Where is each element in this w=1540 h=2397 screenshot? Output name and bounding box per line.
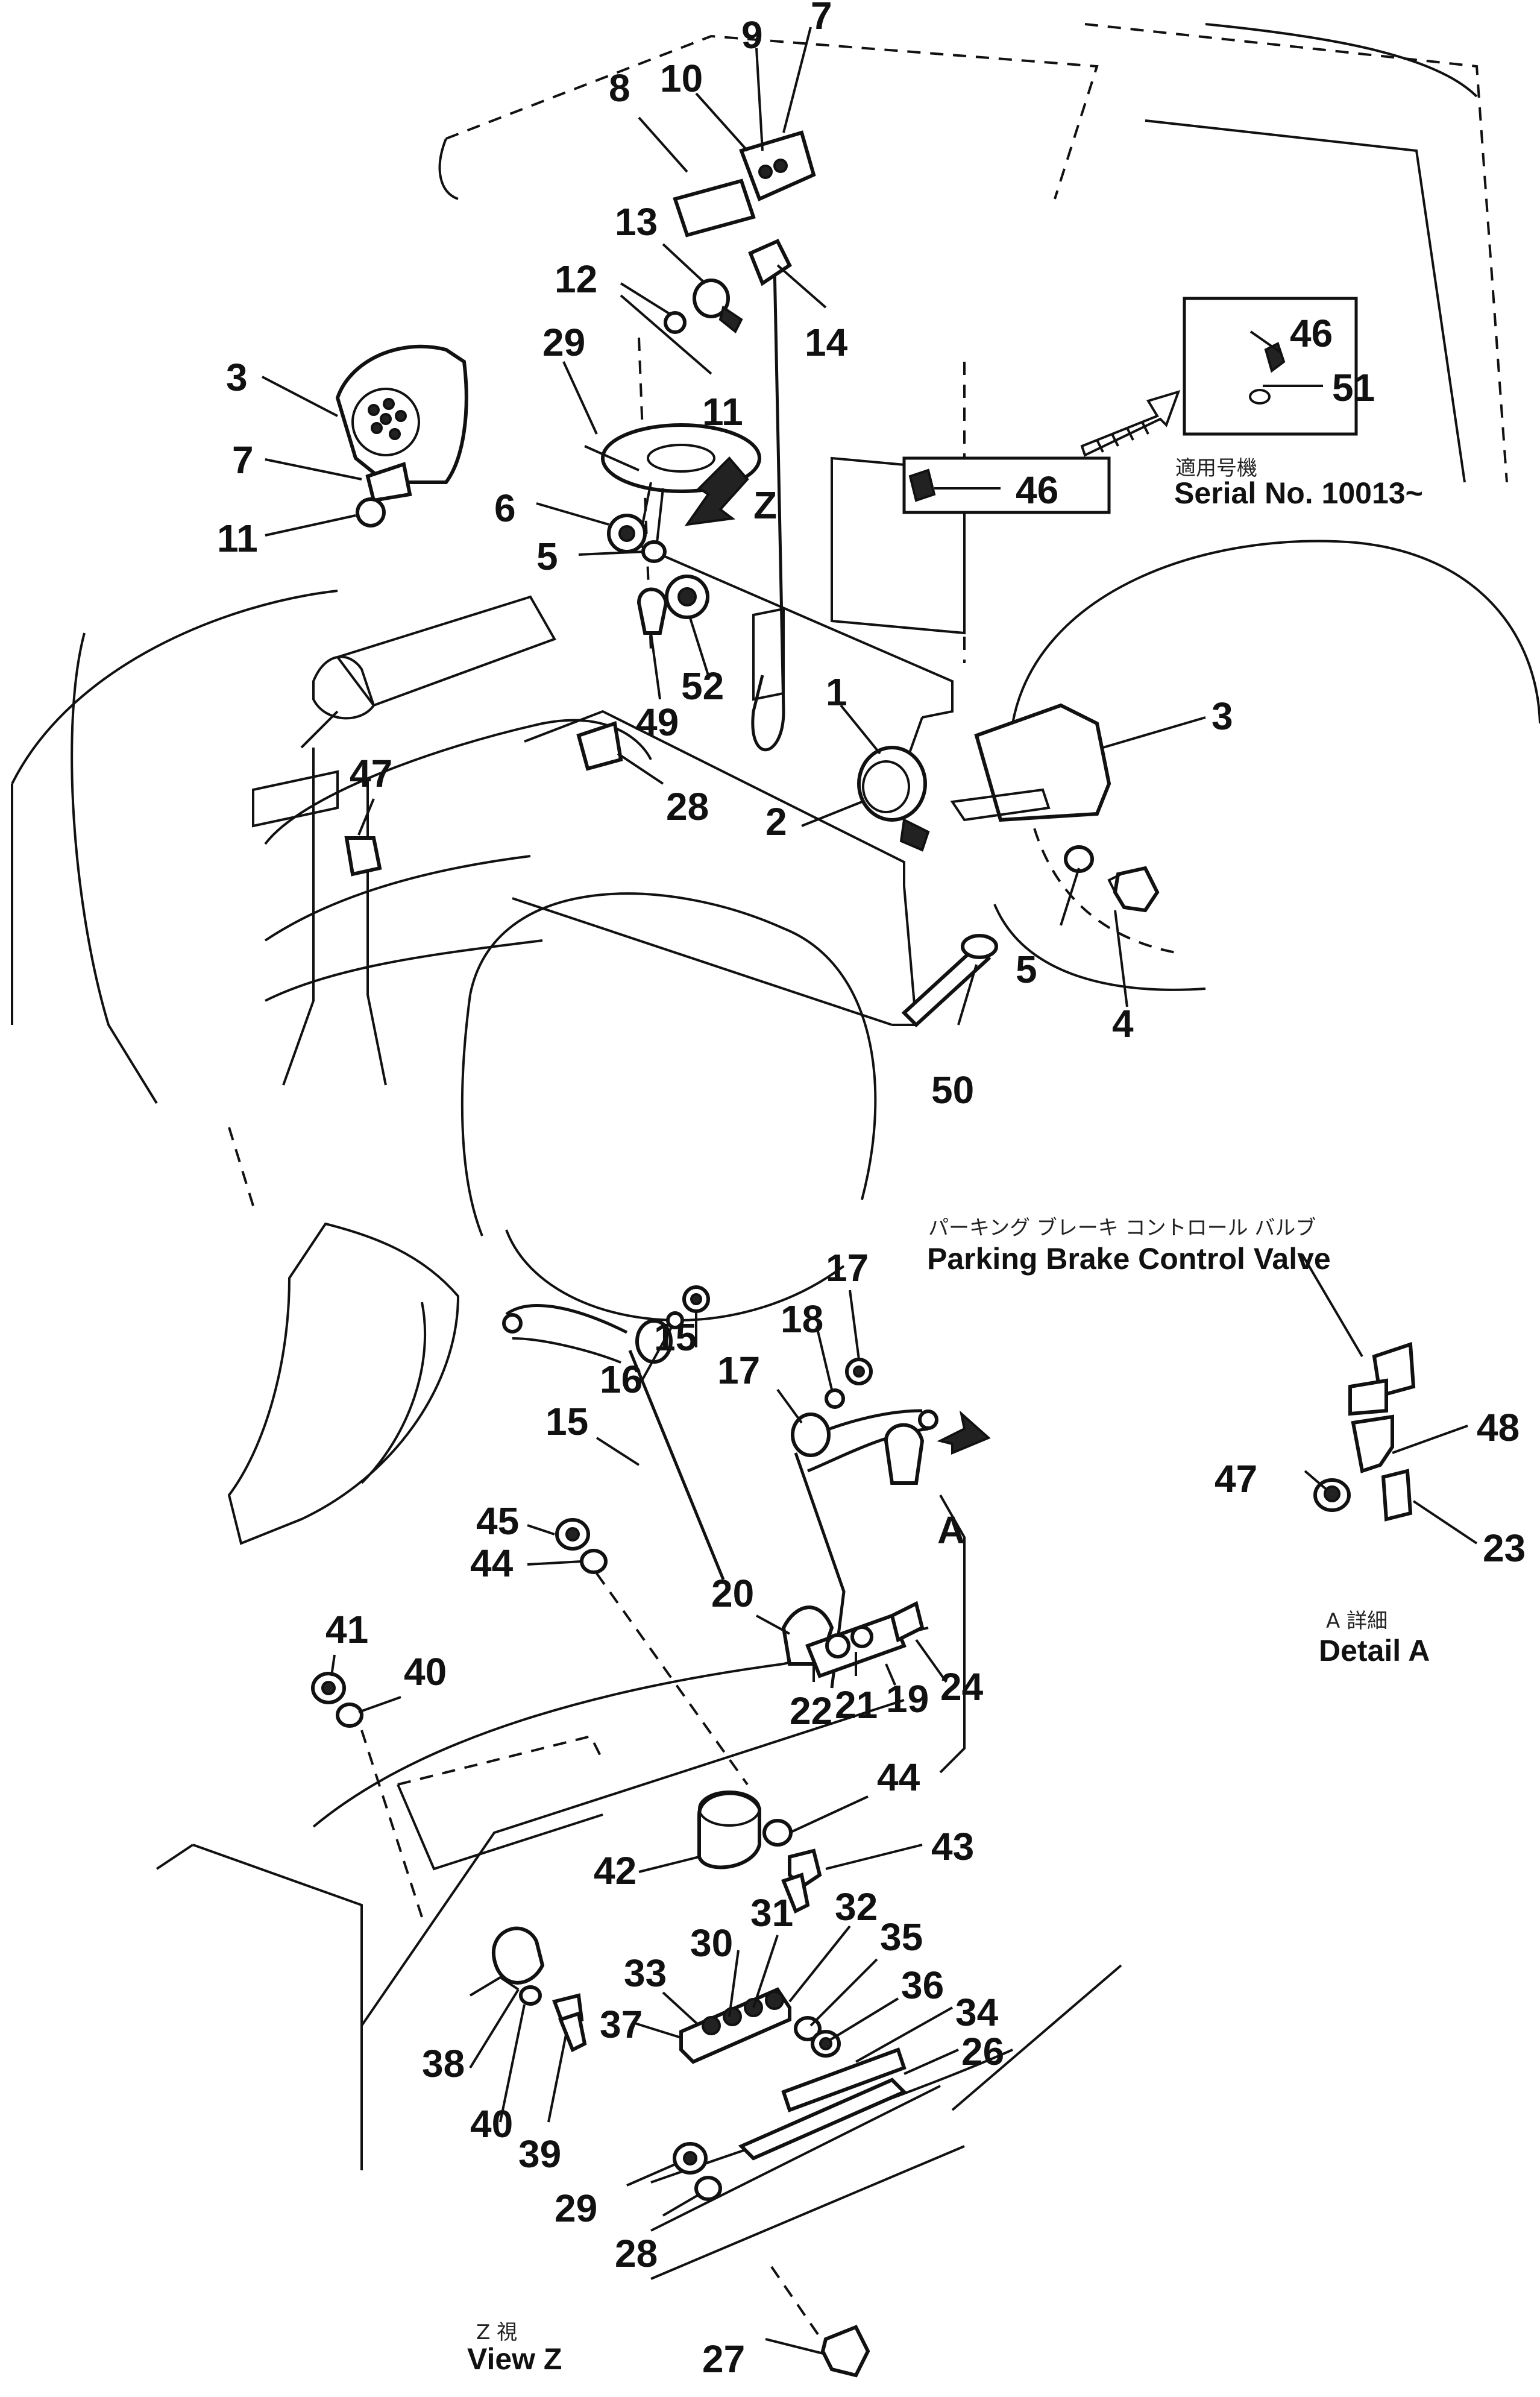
part-label: 51 <box>1332 366 1375 409</box>
part-label: 46 <box>1290 312 1333 355</box>
part-label: 38 <box>422 2042 465 2085</box>
part-label: 11 <box>217 517 258 560</box>
part-label: 28 <box>666 785 709 828</box>
parking-caption: Parking Brake Control Valve <box>927 1242 1331 1276</box>
part-label: 50 <box>931 1068 974 1112</box>
part-label: A <box>937 1508 965 1552</box>
detail-caption-jp: A 詳細 <box>1326 1609 1388 1633</box>
part-label: 14 <box>805 321 848 364</box>
part-label: 16 <box>600 1358 643 1401</box>
part-label: 18 <box>781 1297 823 1341</box>
part-label: 29 <box>542 321 585 364</box>
part-label: 49 <box>636 701 679 744</box>
part-label: 32 <box>835 1885 878 1929</box>
part-label: 17 <box>717 1349 760 1392</box>
part-label: 47 <box>350 752 392 795</box>
part-label: 3 <box>1212 695 1233 738</box>
detail-a-parts <box>1313 1341 1416 1522</box>
part-label: 42 <box>594 1849 636 1892</box>
serial-caption: Serial No. 10013~ <box>1174 476 1423 510</box>
part-label: 27 <box>702 2337 745 2381</box>
leader-lines <box>262 27 1478 2355</box>
part-label: 35 <box>880 1915 923 1959</box>
view-caption-jp: Z 視 <box>476 2320 517 2345</box>
part-label: 13 <box>615 200 658 244</box>
detail-caption: Detail A <box>1319 1634 1430 1668</box>
part-label: 22 <box>790 1689 832 1733</box>
part-label: 9 <box>741 13 763 57</box>
part-label: 15 <box>654 1315 697 1359</box>
part-label: 4 <box>1112 1002 1134 1045</box>
part-label: 7 <box>811 0 832 37</box>
part-label: 34 <box>955 1991 999 2034</box>
part-label: 40 <box>470 2102 513 2146</box>
captions: 適用号機 Serial No. 10013~ パーキング ブレーキ コントロール… <box>467 456 1430 2376</box>
part-label: 29 <box>555 2187 597 2230</box>
part-label: 6 <box>494 487 516 530</box>
part-label: 45 <box>476 1499 519 1543</box>
part-label: 2 <box>765 800 787 843</box>
part-label: 46 <box>1016 468 1058 512</box>
serial-caption-jp: 適用号機 <box>1175 456 1257 480</box>
view-z-parts <box>311 1285 991 2378</box>
view-caption: View Z <box>467 2342 562 2376</box>
part-label: 5 <box>536 535 558 578</box>
part-label: 24 <box>940 1665 984 1709</box>
part-label: 21 <box>835 1683 878 1727</box>
part-label: 36 <box>901 1964 944 2007</box>
parking-caption-jp: パーキング ブレーキ コントロール バルブ <box>928 1216 1316 1240</box>
part-label: 3 <box>226 356 248 399</box>
part-label: 20 <box>711 1572 754 1615</box>
part-label: 40 <box>404 1650 447 1693</box>
part-label: 15 <box>545 1400 588 1443</box>
part-label: 17 <box>826 1246 869 1290</box>
part-label: 31 <box>750 1891 793 1935</box>
upper-parts <box>335 130 1358 1028</box>
part-label: 30 <box>690 1921 733 1965</box>
part-label: 5 <box>1016 948 1037 991</box>
part-label: 41 <box>325 1608 368 1651</box>
part-labels: 3 7 11 7 9 10 8 13 12 11 14 29 6 5 49 52… <box>217 0 1526 2381</box>
part-label: 12 <box>555 257 597 301</box>
part-label: 7 <box>232 438 254 482</box>
part-label: 23 <box>1483 1526 1526 1570</box>
part-label: 39 <box>518 2132 561 2176</box>
part-label: 10 <box>660 57 703 100</box>
part-label: 52 <box>681 664 724 708</box>
part-label: 28 <box>615 2232 658 2275</box>
part-label: 43 <box>931 1825 974 1868</box>
part-label: 33 <box>624 1951 667 1995</box>
part-label: 19 <box>886 1677 929 1721</box>
machine-outline <box>11 23 1540 2280</box>
part-label: 8 <box>609 66 630 110</box>
part-label: 1 <box>826 670 847 714</box>
part-label: 48 <box>1477 1406 1520 1449</box>
part-label: 47 <box>1215 1457 1257 1501</box>
part-label: 26 <box>961 2030 1004 2073</box>
part-label: 11 <box>702 390 743 433</box>
part-label: Z <box>753 483 777 527</box>
part-label: 44 <box>877 1756 920 1799</box>
part-label: 44 <box>470 1542 514 1585</box>
part-label: 37 <box>600 2003 643 2046</box>
